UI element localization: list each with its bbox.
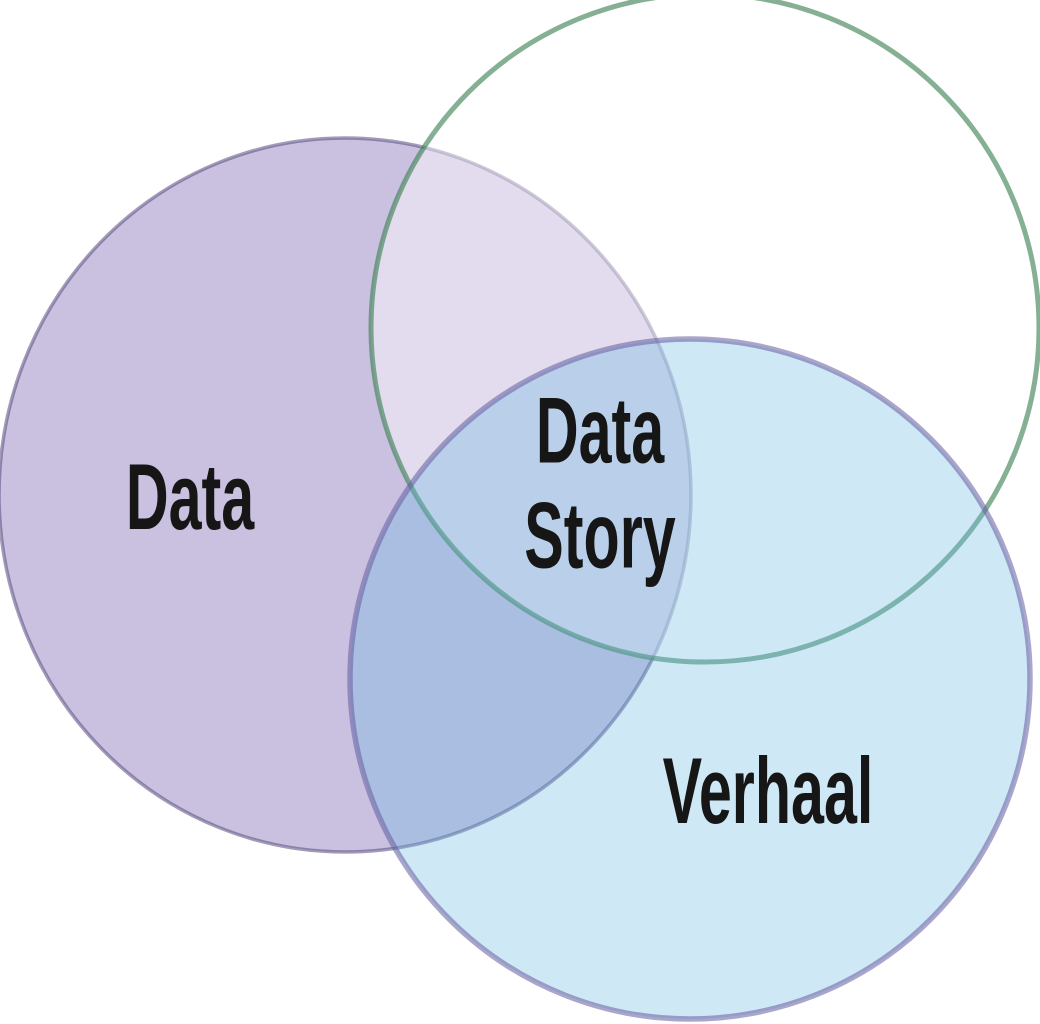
data-circle	[0, 136, 693, 854]
top-right-circle	[368, 0, 1040, 665]
verhaal-circle	[347, 336, 1033, 1022]
